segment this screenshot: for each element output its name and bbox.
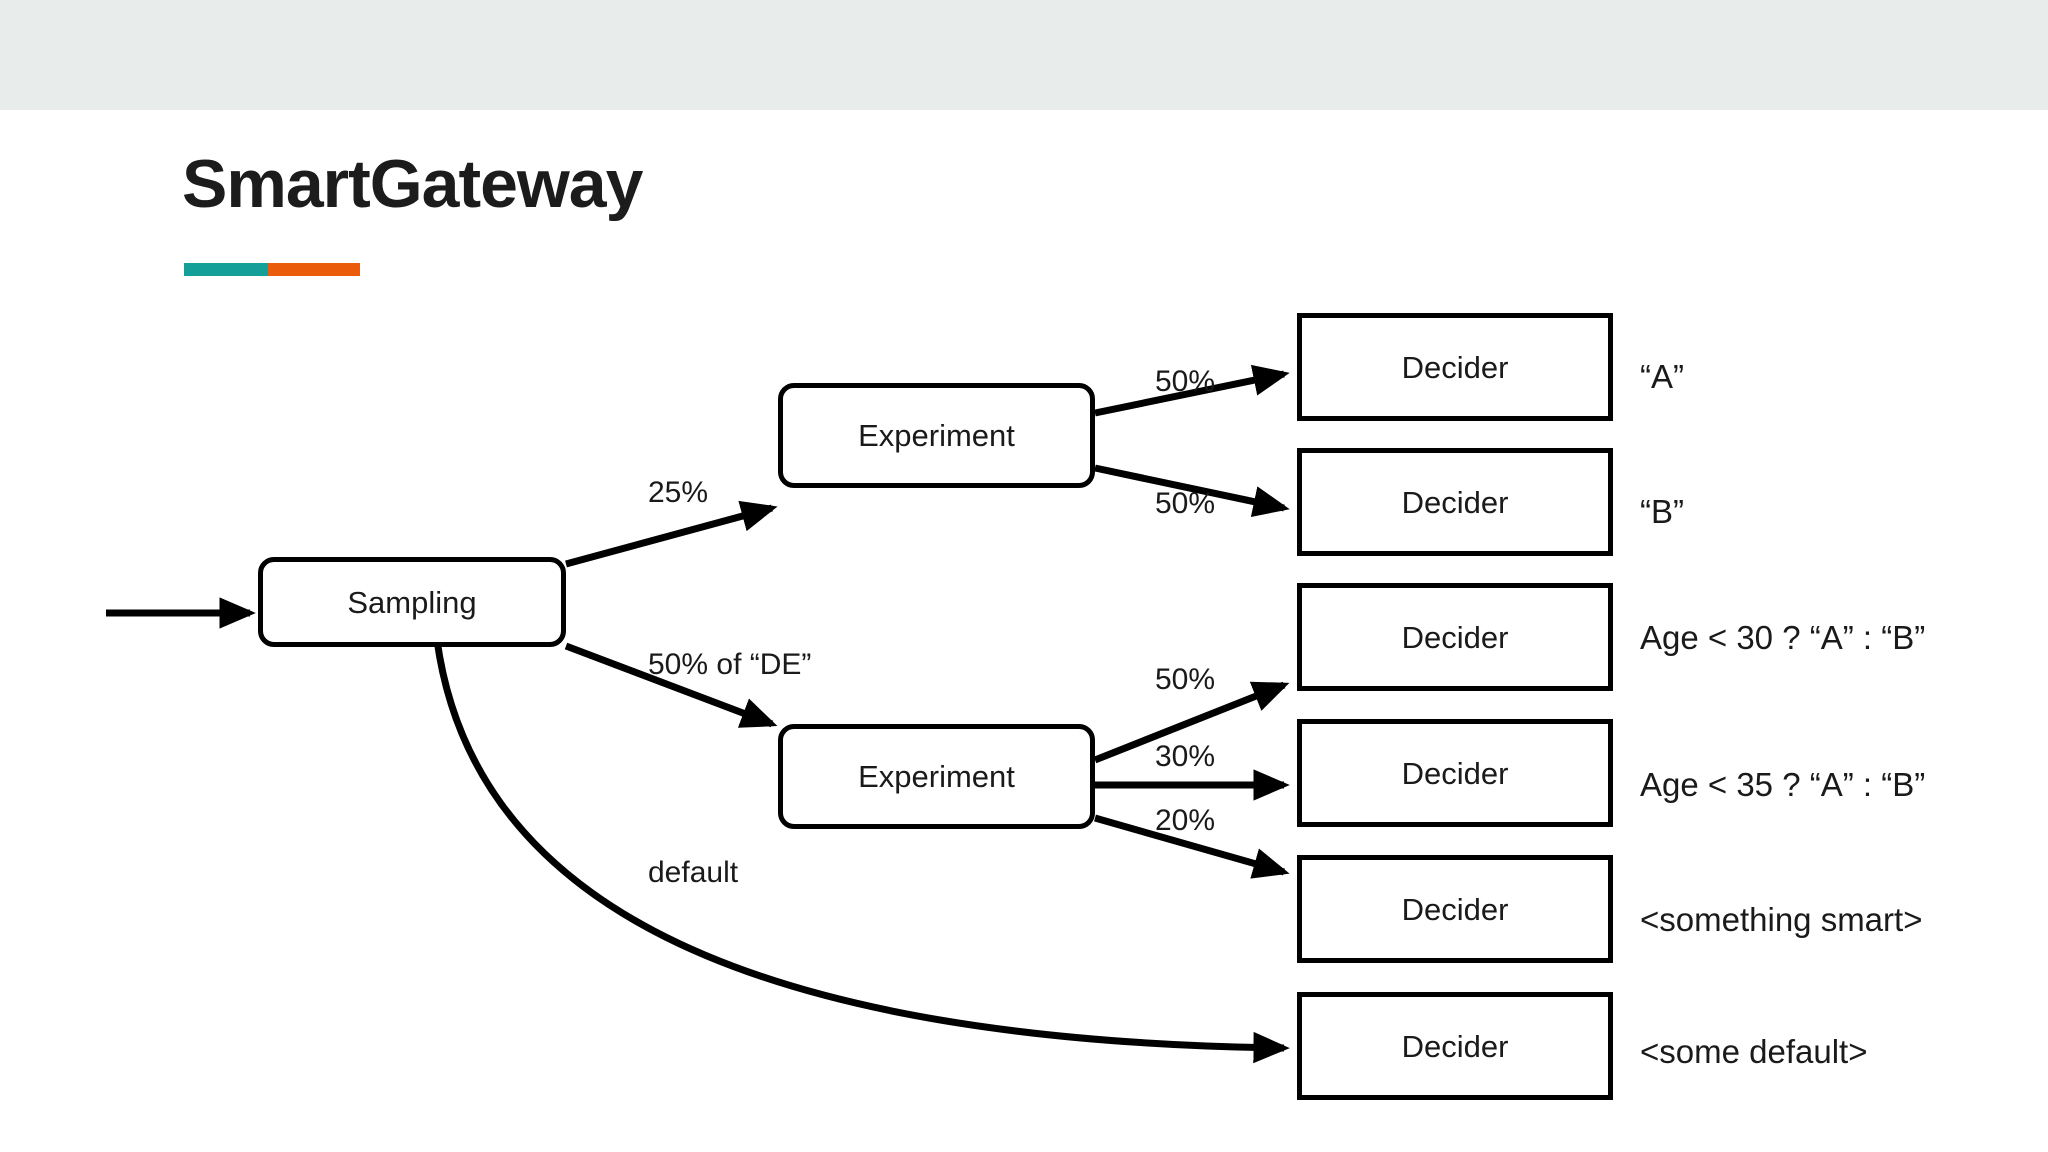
node-decider-4[interactable]: Decider bbox=[1297, 719, 1613, 827]
annotation-decider-1: “A” bbox=[1640, 358, 1684, 395]
node-sampling-label: Sampling bbox=[347, 584, 477, 620]
edge-label-exp2-decider3: 50% bbox=[1155, 663, 1216, 696]
edge-label-sampling-default: default bbox=[648, 856, 739, 889]
edge-exp1-decider2 bbox=[1094, 464, 1290, 517]
annotation-decider-2: “B” bbox=[1640, 493, 1684, 530]
annotation-decider-3: Age < 30 ? “A” : “B” bbox=[1640, 619, 1926, 656]
edge-exp2-decider3 bbox=[1093, 681, 1290, 764]
node-decider-6-label: Decider bbox=[1401, 1028, 1509, 1064]
node-decider-1-label: Decider bbox=[1401, 349, 1509, 385]
annotation-decider-4: Age < 35 ? “A” : “B” bbox=[1640, 766, 1926, 803]
node-decider-6[interactable]: Decider bbox=[1297, 992, 1613, 1100]
edge-label-exp1-decider2: 50% bbox=[1155, 487, 1216, 520]
title-underline-rule bbox=[184, 263, 360, 276]
annotation-decider-6: <some default> bbox=[1640, 1033, 1868, 1070]
node-decider-2-label: Decider bbox=[1401, 484, 1509, 520]
node-decider-5-label: Decider bbox=[1401, 891, 1509, 927]
node-experiment-1-label: Experiment bbox=[858, 418, 1015, 453]
edge-sampling-default bbox=[433, 639, 1290, 1064]
node-decider-4-label: Decider bbox=[1401, 755, 1509, 791]
page-title: SmartGateway bbox=[182, 146, 643, 222]
node-decider-5[interactable]: Decider bbox=[1297, 855, 1613, 963]
rule-segment-orange bbox=[268, 263, 360, 276]
edge-sampling-exp1 bbox=[565, 500, 778, 568]
node-decider-1[interactable]: Decider bbox=[1297, 313, 1613, 421]
edge-label-exp1-decider1: 50% bbox=[1155, 365, 1216, 398]
edge-label-sampling-exp1: 25% bbox=[648, 476, 709, 509]
top-band bbox=[0, 0, 2048, 110]
node-experiment-2[interactable]: Experiment bbox=[778, 724, 1095, 829]
edge-label-exp2-decider5: 20% bbox=[1155, 804, 1216, 837]
edge-sampling-exp2 bbox=[564, 642, 778, 728]
node-decider-2[interactable]: Decider bbox=[1297, 448, 1613, 556]
annotation-decider-5: <something smart> bbox=[1640, 901, 1923, 938]
node-experiment-1[interactable]: Experiment bbox=[778, 383, 1095, 488]
rule-segment-teal bbox=[184, 263, 268, 276]
node-decider-3-label: Decider bbox=[1401, 619, 1509, 655]
node-sampling[interactable]: Sampling bbox=[258, 557, 566, 647]
edge-label-exp2-decider4: 30% bbox=[1155, 740, 1216, 773]
node-experiment-2-label: Experiment bbox=[858, 759, 1015, 794]
edge-label-sampling-exp2: 50% of “DE” bbox=[648, 648, 812, 681]
edge-exp2-decider5 bbox=[1094, 814, 1290, 879]
node-decider-3[interactable]: Decider bbox=[1297, 583, 1613, 691]
edge-exp1-decider1 bbox=[1094, 364, 1290, 417]
